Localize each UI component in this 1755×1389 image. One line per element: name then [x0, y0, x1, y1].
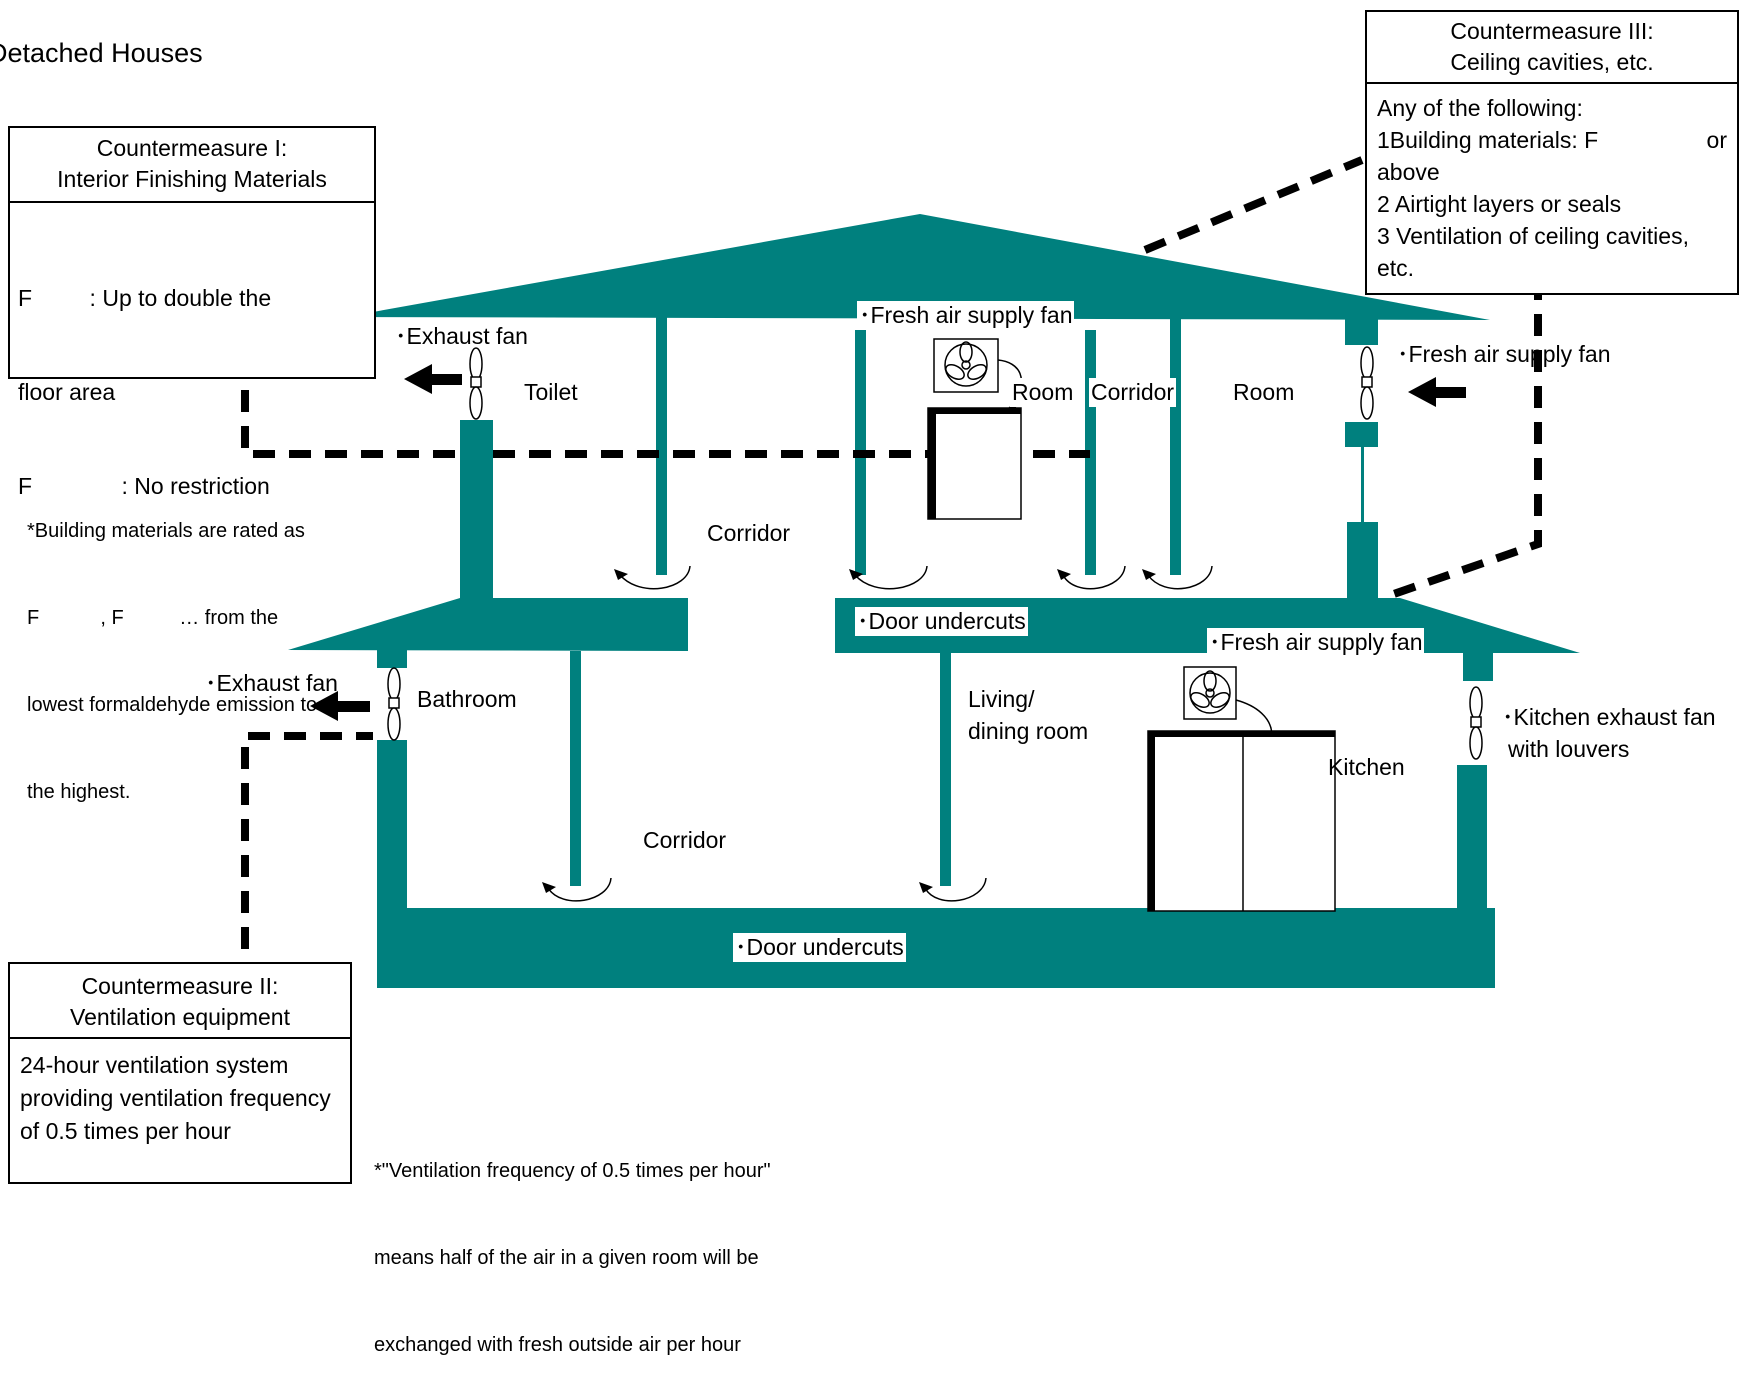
fan-symbols	[387, 346, 1483, 760]
label-toilet: Toilet	[524, 379, 578, 405]
label-exhaust-fan-lower: ･Exhaust fan	[205, 670, 338, 696]
undercut-arrowheads	[542, 569, 1156, 893]
ventilation-note-line1: *"Ventilation frequency of 0.5 times per…	[374, 1160, 771, 1182]
page-title: Detached Houses	[0, 38, 203, 68]
countermeasure-3-heading-line1: Countermeasure III:	[1450, 18, 1654, 44]
countermeasure-2-heading-line2: Ventilation equipment	[70, 1004, 290, 1030]
upper-wall-1	[656, 317, 667, 575]
countermeasure-1-body: F : Up to double the floor area F : No r…	[10, 203, 374, 564]
supply-fans	[933, 338, 1273, 769]
lower-wall-1	[570, 651, 581, 886]
ventilation-note: *"Ventilation frequency of 0.5 times per…	[374, 1099, 771, 1389]
connector-cm3-roof	[1143, 156, 1364, 254]
connector-cm1	[241, 390, 458, 458]
upper-right-wall-thin	[1361, 447, 1364, 525]
arrow-exhaust-lower	[310, 691, 370, 721]
supply-fan-kitchen	[1183, 666, 1273, 769]
label-fresh-air-fan-right: ･Fresh air supply fan	[1397, 341, 1611, 367]
airflow-arrows	[310, 364, 1466, 721]
lower-right-wall-top	[1463, 653, 1493, 681]
connector-cm3-right	[1386, 278, 1542, 600]
wardrobe-upper	[927, 407, 1022, 520]
rating-note-line3: lowest formaldehyde emission to	[27, 694, 318, 716]
ventilation-note-line2: means half of the air in a given room wi…	[374, 1247, 759, 1269]
rating-note-line2: F , F … from the	[27, 607, 279, 629]
arrow-fresh-right	[1408, 377, 1466, 407]
label-living-line1: Living/	[968, 686, 1035, 712]
countermeasure-3-line6: etc.	[1377, 255, 1415, 281]
ground-floor	[377, 908, 1495, 988]
upper-right-wall-mid	[1345, 422, 1378, 447]
countermeasure-3-line3: above	[1377, 159, 1440, 185]
fan-toilet	[469, 347, 483, 420]
label-living-line2: dining room	[968, 718, 1089, 744]
supply-fan-upper	[933, 338, 1023, 403]
label-fresh-air-fan-kitchen: ･Fresh air supply fan	[1207, 628, 1425, 657]
countermeasure-2-box: Countermeasure II: Ventilation equipment…	[8, 962, 352, 1184]
countermeasure-3-line2a: 1Building materials: F	[1377, 127, 1599, 153]
countermeasure-3-line2: 1Building materials: F or	[1377, 124, 1727, 156]
countermeasure-1-box: Countermeasure I: Interior Finishing Mat…	[8, 126, 376, 499]
label-bathroom: Bathroom	[417, 686, 517, 712]
lower-left-wall-top	[377, 650, 407, 668]
ventilation-note-line3: exchanged with fresh outside air per hou…	[374, 1334, 741, 1356]
countermeasure-1-heading-line1: Countermeasure I:	[96, 135, 288, 161]
countermeasure-3-heading-line2: Ceiling cavities, etc.	[1450, 49, 1654, 75]
countermeasure-3-body: Any of the following: 1Building material…	[1367, 84, 1737, 284]
label-exhaust-fan-upper: ･Exhaust fan	[395, 323, 528, 349]
label-corridor-upper-right: Corridor	[1089, 378, 1177, 407]
label-kitchen: Kitchen	[1328, 754, 1405, 780]
label-door-undercuts-lower: ･Door undercuts	[733, 933, 906, 962]
kitchen-cabinet	[1147, 730, 1336, 912]
lower-roof-left	[288, 598, 688, 651]
countermeasure-3-line5: 3 Ventilation of ceiling cavities,	[1377, 223, 1689, 249]
upper-roof	[345, 214, 1490, 320]
rating-note-line1: *Building materials are rated as	[27, 520, 305, 542]
label-kitchen-exhaust-line2: with louvers	[1508, 736, 1630, 762]
fan-bathroom	[387, 667, 401, 741]
countermeasure-1-line2: floor area	[18, 379, 116, 405]
countermeasure-2-heading-line1: Countermeasure II:	[81, 973, 279, 999]
undercut-arrows	[547, 565, 1213, 902]
rating-note-line4: the highest.	[27, 781, 131, 803]
countermeasure-1-heading: Countermeasure I: Interior Finishing Mat…	[10, 128, 374, 203]
label-kitchen-exhaust-line1: ･Kitchen exhaust fan	[1502, 704, 1716, 730]
connector-lines	[241, 156, 1542, 985]
lower-wall-2	[940, 653, 951, 886]
rating-note: *Building materials are rated as F , F ……	[27, 459, 317, 836]
countermeasure-1-line3: F : No restriction	[18, 473, 270, 499]
arrow-exhaust-upper	[404, 364, 462, 394]
label-corridor-upper-left: Corridor	[707, 520, 791, 546]
connector-cm2	[241, 732, 373, 985]
upper-right-wall-top	[1345, 317, 1378, 345]
countermeasure-3-line1: Any of the following:	[1377, 95, 1583, 121]
label-corridor-lower: Corridor	[643, 827, 727, 853]
countermeasure-3-line2b: or	[1706, 127, 1727, 153]
upper-left-wall	[460, 420, 493, 600]
countermeasure-2-heading: Countermeasure II: Ventilation equipment	[10, 964, 350, 1039]
fan-kitchen	[1469, 686, 1483, 760]
lower-left-wall	[377, 740, 407, 910]
label-door-undercuts-upper: ･Door undercuts	[855, 607, 1028, 636]
label-room-right: Room	[1233, 379, 1295, 405]
fan-room-right	[1360, 346, 1374, 420]
upper-wall-3	[1085, 330, 1096, 575]
countermeasure-1-heading-line2: Interior Finishing Materials	[57, 166, 327, 192]
countermeasure-3-box: Countermeasure III: Ceiling cavities, et…	[1365, 10, 1739, 295]
upper-wall-4	[1170, 317, 1181, 575]
countermeasure-3-heading: Countermeasure III: Ceiling cavities, et…	[1367, 12, 1737, 84]
countermeasure-2-body: 24-hour ventilation system providing ven…	[20, 1052, 331, 1144]
countermeasure-3-line4: 2 Airtight layers or seals	[1377, 191, 1622, 217]
label-room-center: Room	[1010, 378, 1076, 407]
countermeasure-1-line1: F : Up to double the	[18, 285, 272, 311]
lower-right-wall	[1457, 765, 1487, 910]
label-fresh-air-fan-upper: ･Fresh air supply fan	[857, 301, 1075, 330]
upper-right-wall-low	[1347, 522, 1378, 602]
